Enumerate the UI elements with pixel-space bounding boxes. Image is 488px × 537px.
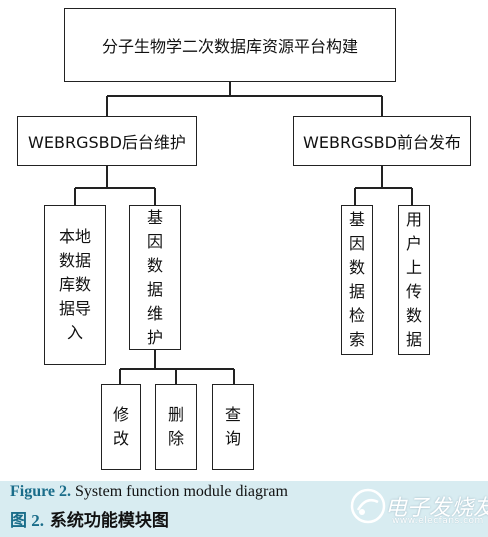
frontend-node-label: WEBRGSBD前台发布 bbox=[303, 133, 461, 152]
gene-maint-node: 基因数据维护 bbox=[129, 205, 181, 350]
query-node: 查询 bbox=[212, 384, 254, 470]
caption-english-label: Figure 2. bbox=[10, 483, 72, 500]
backend-node-label: WEBRGSBD后台维护 bbox=[28, 133, 186, 152]
backend-node: WEBRGSBD后台维护 bbox=[17, 116, 197, 166]
user-upload-node: 用户上传数据 bbox=[398, 205, 430, 355]
caption-english: Figure 2. System function module diagram bbox=[10, 483, 288, 501]
modify-node-label: 修改 bbox=[112, 405, 129, 448]
modify-node: 修改 bbox=[101, 384, 141, 470]
import-node-label: 本地数据库数据导入 bbox=[58, 227, 91, 342]
gene-maint-node-label: 基因数据维护 bbox=[146, 207, 163, 347]
user-upload-node-label: 用户上传数据 bbox=[405, 210, 422, 349]
caption-chinese-label: 图 2. bbox=[10, 511, 44, 530]
figure-caption-band bbox=[0, 481, 488, 537]
gene-search-node: 基因数据检索 bbox=[341, 205, 373, 355]
connector-lines bbox=[74, 82, 413, 384]
watermark-logo-icon bbox=[350, 488, 386, 524]
watermark-url: www.elecfans.com bbox=[392, 516, 484, 526]
root-node: 分子生物学二次数据库资源平台构建 bbox=[64, 8, 396, 82]
query-node-label: 查询 bbox=[224, 405, 241, 448]
delete-node: 删除 bbox=[155, 384, 197, 470]
frontend-node: WEBRGSBD前台发布 bbox=[293, 116, 471, 166]
import-node: 本地数据库数据导入 bbox=[44, 205, 106, 365]
watermark-text: 电子发烧友 bbox=[385, 496, 488, 521]
caption-chinese-text: 系统功能模块图 bbox=[44, 511, 169, 531]
root-node-label: 分子生物学二次数据库资源平台构建 bbox=[101, 37, 358, 56]
delete-node-label: 删除 bbox=[167, 405, 184, 448]
caption-english-text: System function module diagram bbox=[71, 483, 288, 500]
gene-search-node-label: 基因数据检索 bbox=[348, 210, 365, 349]
caption-chinese: 图 2. 系统功能模块图 bbox=[10, 506, 169, 531]
